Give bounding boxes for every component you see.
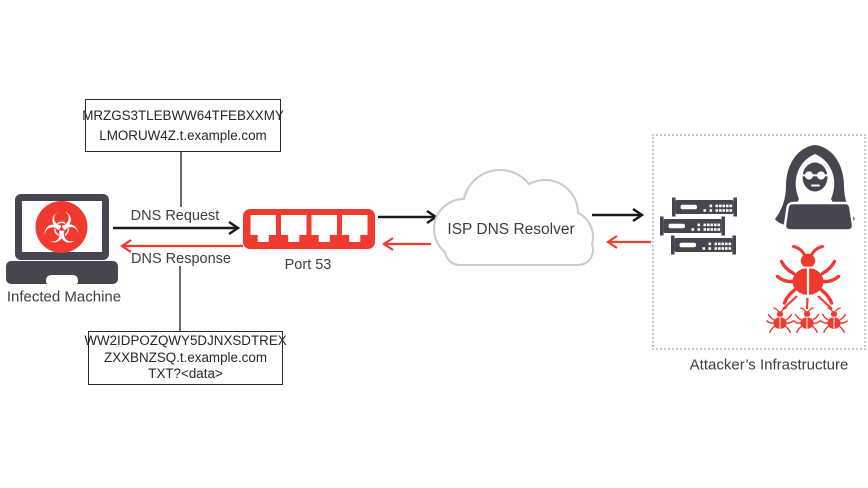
ethernet-port-icon: [311, 215, 337, 242]
dns-request-arrow-laptop-to-port: [113, 221, 241, 235]
dns-request-arrow-port-to-resolver: [378, 210, 439, 224]
encoded-request-line1: MRZGS3TLEBWW64TFEBXXMY: [82, 107, 284, 123]
port-53-label: Port 53: [284, 257, 332, 273]
dns-request-arrow-resolver-to-attacker: [592, 208, 645, 222]
server-icon-1: [672, 197, 737, 217]
botnet-bug-icon-2: [793, 307, 821, 334]
ethernet-port-icon: [250, 215, 276, 242]
dns-request-label: DNS Request: [130, 208, 220, 224]
hacker-icon: [775, 145, 855, 232]
botnet-link-line: [805, 297, 809, 310]
server-icon-2: [660, 216, 725, 236]
encoded-request-box: MRZGS3TLEBWW64TFEBXXMY LMORUW4Z.t.exampl…: [82, 99, 284, 152]
botnet-bug-icon-1: [766, 307, 794, 334]
ethernet-port-icon: [341, 215, 368, 242]
hacker-laptop-icon: [783, 201, 855, 232]
attacker-infrastructure-box: [652, 134, 866, 350]
ethernet-switch-icon: [243, 209, 375, 249]
isp-dns-resolver-label: ISP DNS Resolver: [447, 221, 575, 238]
botnet-bug-icon-3: [820, 307, 848, 334]
dns-response-label: DNS Response: [131, 251, 231, 267]
glasses-icon: [801, 174, 829, 177]
biohazard-badge: [35, 201, 88, 253]
attacker-infrastructure-label: Attacker’s Infrastructure: [689, 356, 849, 374]
biohazard-icon: ☣: [43, 204, 81, 253]
cloud-icon: [433, 169, 594, 266]
botnet-link-line: [817, 295, 833, 310]
server-icon-3: [671, 235, 736, 255]
malware-bug-icon: [775, 244, 841, 305]
encoded-response-box: WW2IDPOZQWY5DJNXSDTREX ZXXBNZSQ.t.exampl…: [84, 331, 287, 385]
malware-spread-icon: [766, 244, 848, 334]
encoded-response-line1: WW2IDPOZQWY5DJNXSDTREX: [84, 333, 287, 349]
dns-response-arrow-resolver-to-port: [382, 237, 431, 251]
dns-response-arrow-attacker-to-resolver: [606, 235, 651, 249]
infected-laptop-icon: ☣: [6, 194, 118, 286]
dns-response-arrow-port-to-laptop: [120, 239, 243, 253]
infected-machine-label: Infected Machine: [6, 288, 122, 306]
ethernet-port-icon: [280, 215, 307, 242]
botnet-link-line: [782, 295, 798, 310]
encoded-request-line2: LMORUW4Z.t.example.com: [99, 127, 267, 143]
encoded-response-line2: ZXXBNZSQ.t.example.com: [104, 349, 267, 365]
mouth-line: [811, 184, 820, 187]
encoded-response-line3: TXT?<data>: [148, 366, 223, 382]
